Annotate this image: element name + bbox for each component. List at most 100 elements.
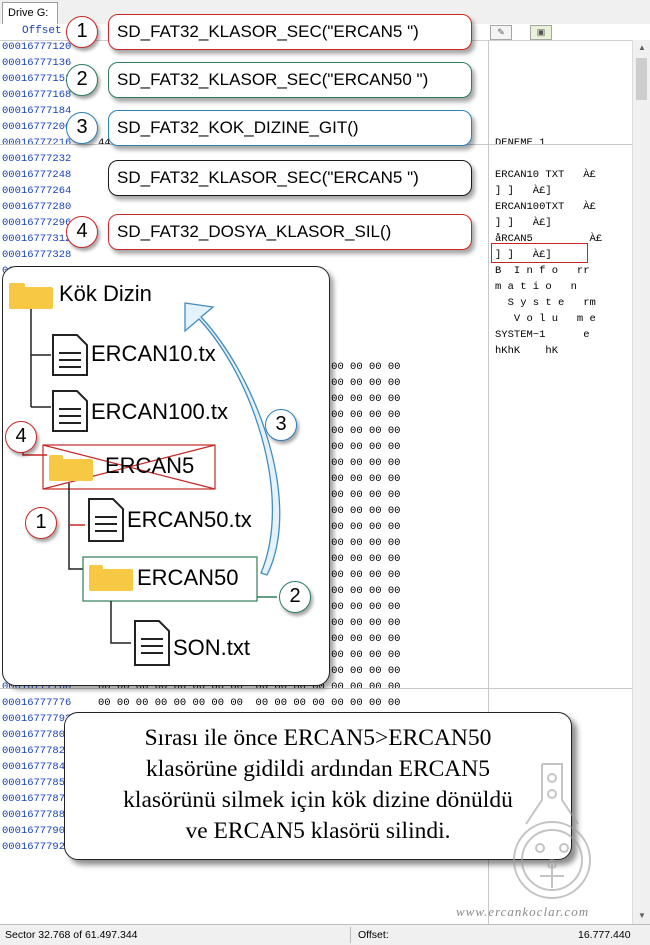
ascii-column-divider: [488, 40, 489, 924]
hex-row[interactable]: 00016777232: [0, 152, 632, 168]
step-badge-2: 2: [66, 64, 98, 96]
note-line-3: klasörünü silmek için kök dizine dönüldü: [123, 787, 513, 813]
row-offset: 00016777136: [2, 57, 72, 69]
row-ascii[interactable]: SYSTEM~1 e: [495, 329, 590, 341]
row-offset: 00016777792: [2, 713, 72, 725]
row-offset: 00016777840: [2, 761, 72, 773]
row-ascii[interactable]: ] ] À£]: [495, 185, 552, 197]
hex-row[interactable]: 00016777184: [0, 104, 632, 120]
row-ascii[interactable]: ERCAN10 TXT À£: [495, 169, 596, 181]
explanation-note: Sırası ile önce ERCAN5>ERCAN50 klasörüne…: [64, 712, 572, 860]
row-offset: 00016777168: [2, 89, 72, 101]
offset-column-header: Offset: [22, 25, 62, 37]
vertical-scrollbar[interactable]: ▲ ▼: [632, 40, 650, 924]
row-offset: 00016777888: [2, 809, 72, 821]
tree-folder-ercan5: ERCAN5: [105, 453, 195, 478]
row-ascii[interactable]: ] ] À£]: [495, 217, 552, 229]
note-line-4: ve ERCAN5 klasörü silindi.: [185, 818, 451, 844]
hex-row[interactable]: 00016777296 ] ] À£]: [0, 216, 632, 232]
row-hex-bytes[interactable]: 00 00 00 00 00 00 00 00 00 00 00 00 00 0…: [98, 697, 401, 709]
row-ascii[interactable]: ] ] À£]: [495, 249, 552, 261]
row-offset: 00016777904: [2, 825, 72, 837]
tree-badge-1: 1: [25, 507, 57, 539]
watermark-text: www.ercankoclar.com: [456, 904, 590, 919]
row-offset: 00016777216: [2, 137, 72, 149]
image-icon[interactable]: ▣: [530, 25, 552, 40]
row-ascii[interactable]: m a t i o n: [495, 281, 577, 293]
step-badge-1: 1: [66, 16, 98, 48]
command-dosya-klasor-sil: SD_FAT32_DOSYA_KLASOR_SIL(): [108, 214, 472, 250]
hex-row[interactable]: 00016777312 åRCAN5 À£: [0, 232, 632, 248]
status-divider: [350, 927, 351, 943]
tree-root-label: Kök Dizin: [59, 281, 152, 306]
note-line-1: Sırası ile önce ERCAN5>ERCAN50: [144, 725, 492, 751]
row-offset: 00016777808: [2, 729, 72, 741]
flask-logo-icon: [513, 763, 591, 899]
tree-file-ercan10: ERCAN10.tx: [91, 341, 216, 366]
scroll-down-icon[interactable]: ▼: [638, 911, 646, 920]
hex-row[interactable]: 00016777776 00 00 00 00 00 00 00 00 00 00…: [0, 696, 632, 712]
row-offset: 00016777776: [2, 697, 72, 709]
row-offset: 00016777248: [2, 169, 72, 181]
scroll-up-icon[interactable]: ▲: [638, 43, 646, 52]
folder-icon-ercan50: [89, 565, 133, 591]
row-ascii[interactable]: åRCAN5 À£: [495, 233, 603, 245]
tree-folder-ercan50: ERCAN50: [137, 565, 239, 590]
status-bar: Sector 32.768 of 61.497.344 Offset: 16.7…: [0, 924, 650, 945]
tree-badge-2: 2: [279, 581, 311, 613]
hex-row[interactable]: 00016777280 ERCAN100TXT À£: [0, 200, 632, 216]
command-klasor-sec-ercan50: SD_FAT32_KLASOR_SEC("ERCAN50 "): [108, 62, 472, 98]
row-offset: 00016777232: [2, 153, 72, 165]
tree-file-ercan100: ERCAN100.tx: [91, 399, 228, 424]
row-offset: 00016777184: [2, 105, 72, 117]
scroll-thumb[interactable]: [636, 58, 647, 100]
command-kok-dizine-git: SD_FAT32_KOK_DIZINE_GIT(): [108, 110, 472, 146]
deleted-entry-highlight: [491, 243, 588, 263]
tree-badge-3: 3: [265, 409, 297, 441]
row-offset: 00016777312: [2, 233, 72, 245]
tree-connectors: [9, 283, 281, 666]
hex-row[interactable]: 00016777200: [0, 120, 632, 136]
status-sector: Sector 32.768 of 61.497.344: [5, 929, 138, 941]
tree-file-ercan50: ERCAN50.tx: [127, 507, 252, 532]
tree-badge-4: 4: [5, 421, 37, 453]
step-badge-3: 3: [66, 112, 98, 144]
file-icon-ercan50: [88, 498, 124, 542]
hex-row[interactable]: 00016777264 ] ] À£]: [0, 184, 632, 200]
row-offset: 00016777152: [2, 73, 72, 85]
row-ascii[interactable]: hKhK hK: [495, 345, 559, 357]
row-offset: 00016777328: [2, 249, 72, 261]
row-offset: 00016777200: [2, 121, 72, 133]
row-offset: 00016777280: [2, 201, 72, 213]
hex-row[interactable]: 00016777136: [0, 56, 632, 72]
row-offset: 00016777296: [2, 217, 72, 229]
hex-row[interactable]: 00016777328 ] ] À£]: [0, 248, 632, 264]
row-offset: 00016777920: [2, 841, 72, 853]
hex-row[interactable]: 00016777168: [0, 88, 632, 104]
row-ascii[interactable]: B I n f o rr: [495, 265, 590, 277]
file-icon-son: [134, 620, 170, 666]
directory-tree-panel: Kök Dizin ERCAN10.tx ERCAN100.tx ERCAN5 …: [2, 266, 330, 686]
step-badge-4: 4: [66, 216, 98, 248]
row-offset: 00016777824: [2, 745, 72, 757]
hex-row[interactable]: 00016777120: [0, 40, 632, 56]
command-klasor-sec-ercan5-again: SD_FAT32_KLASOR_SEC("ERCAN5 "): [108, 160, 472, 196]
pen-icon[interactable]: ✎: [490, 25, 512, 40]
tab-drive-g[interactable]: Drive G:: [2, 2, 58, 24]
status-offset-label: Offset:: [358, 929, 389, 941]
row-offset: 00016777264: [2, 185, 72, 197]
row-offset: 00016777120: [2, 41, 72, 53]
hex-row[interactable]: 00016777152: [0, 72, 632, 88]
row-ascii[interactable]: V o l u m e: [495, 313, 596, 325]
file-icon-ercan100: [52, 390, 88, 432]
tree-file-son: SON.txt: [173, 635, 251, 660]
row-offset: 00016777872: [2, 793, 72, 805]
status-offset-value: 16.777.440: [578, 929, 631, 941]
hex-row[interactable]: 00016777248 ERCAN10 TXT À£: [0, 168, 632, 184]
file-icon-ercan10: [52, 334, 88, 376]
row-ascii[interactable]: DENEME 1: [495, 137, 546, 149]
row-ascii[interactable]: S y s t e rm: [495, 297, 596, 309]
folder-icon-ercan5: [49, 455, 93, 481]
row-ascii[interactable]: ERCAN100TXT À£: [495, 201, 596, 213]
